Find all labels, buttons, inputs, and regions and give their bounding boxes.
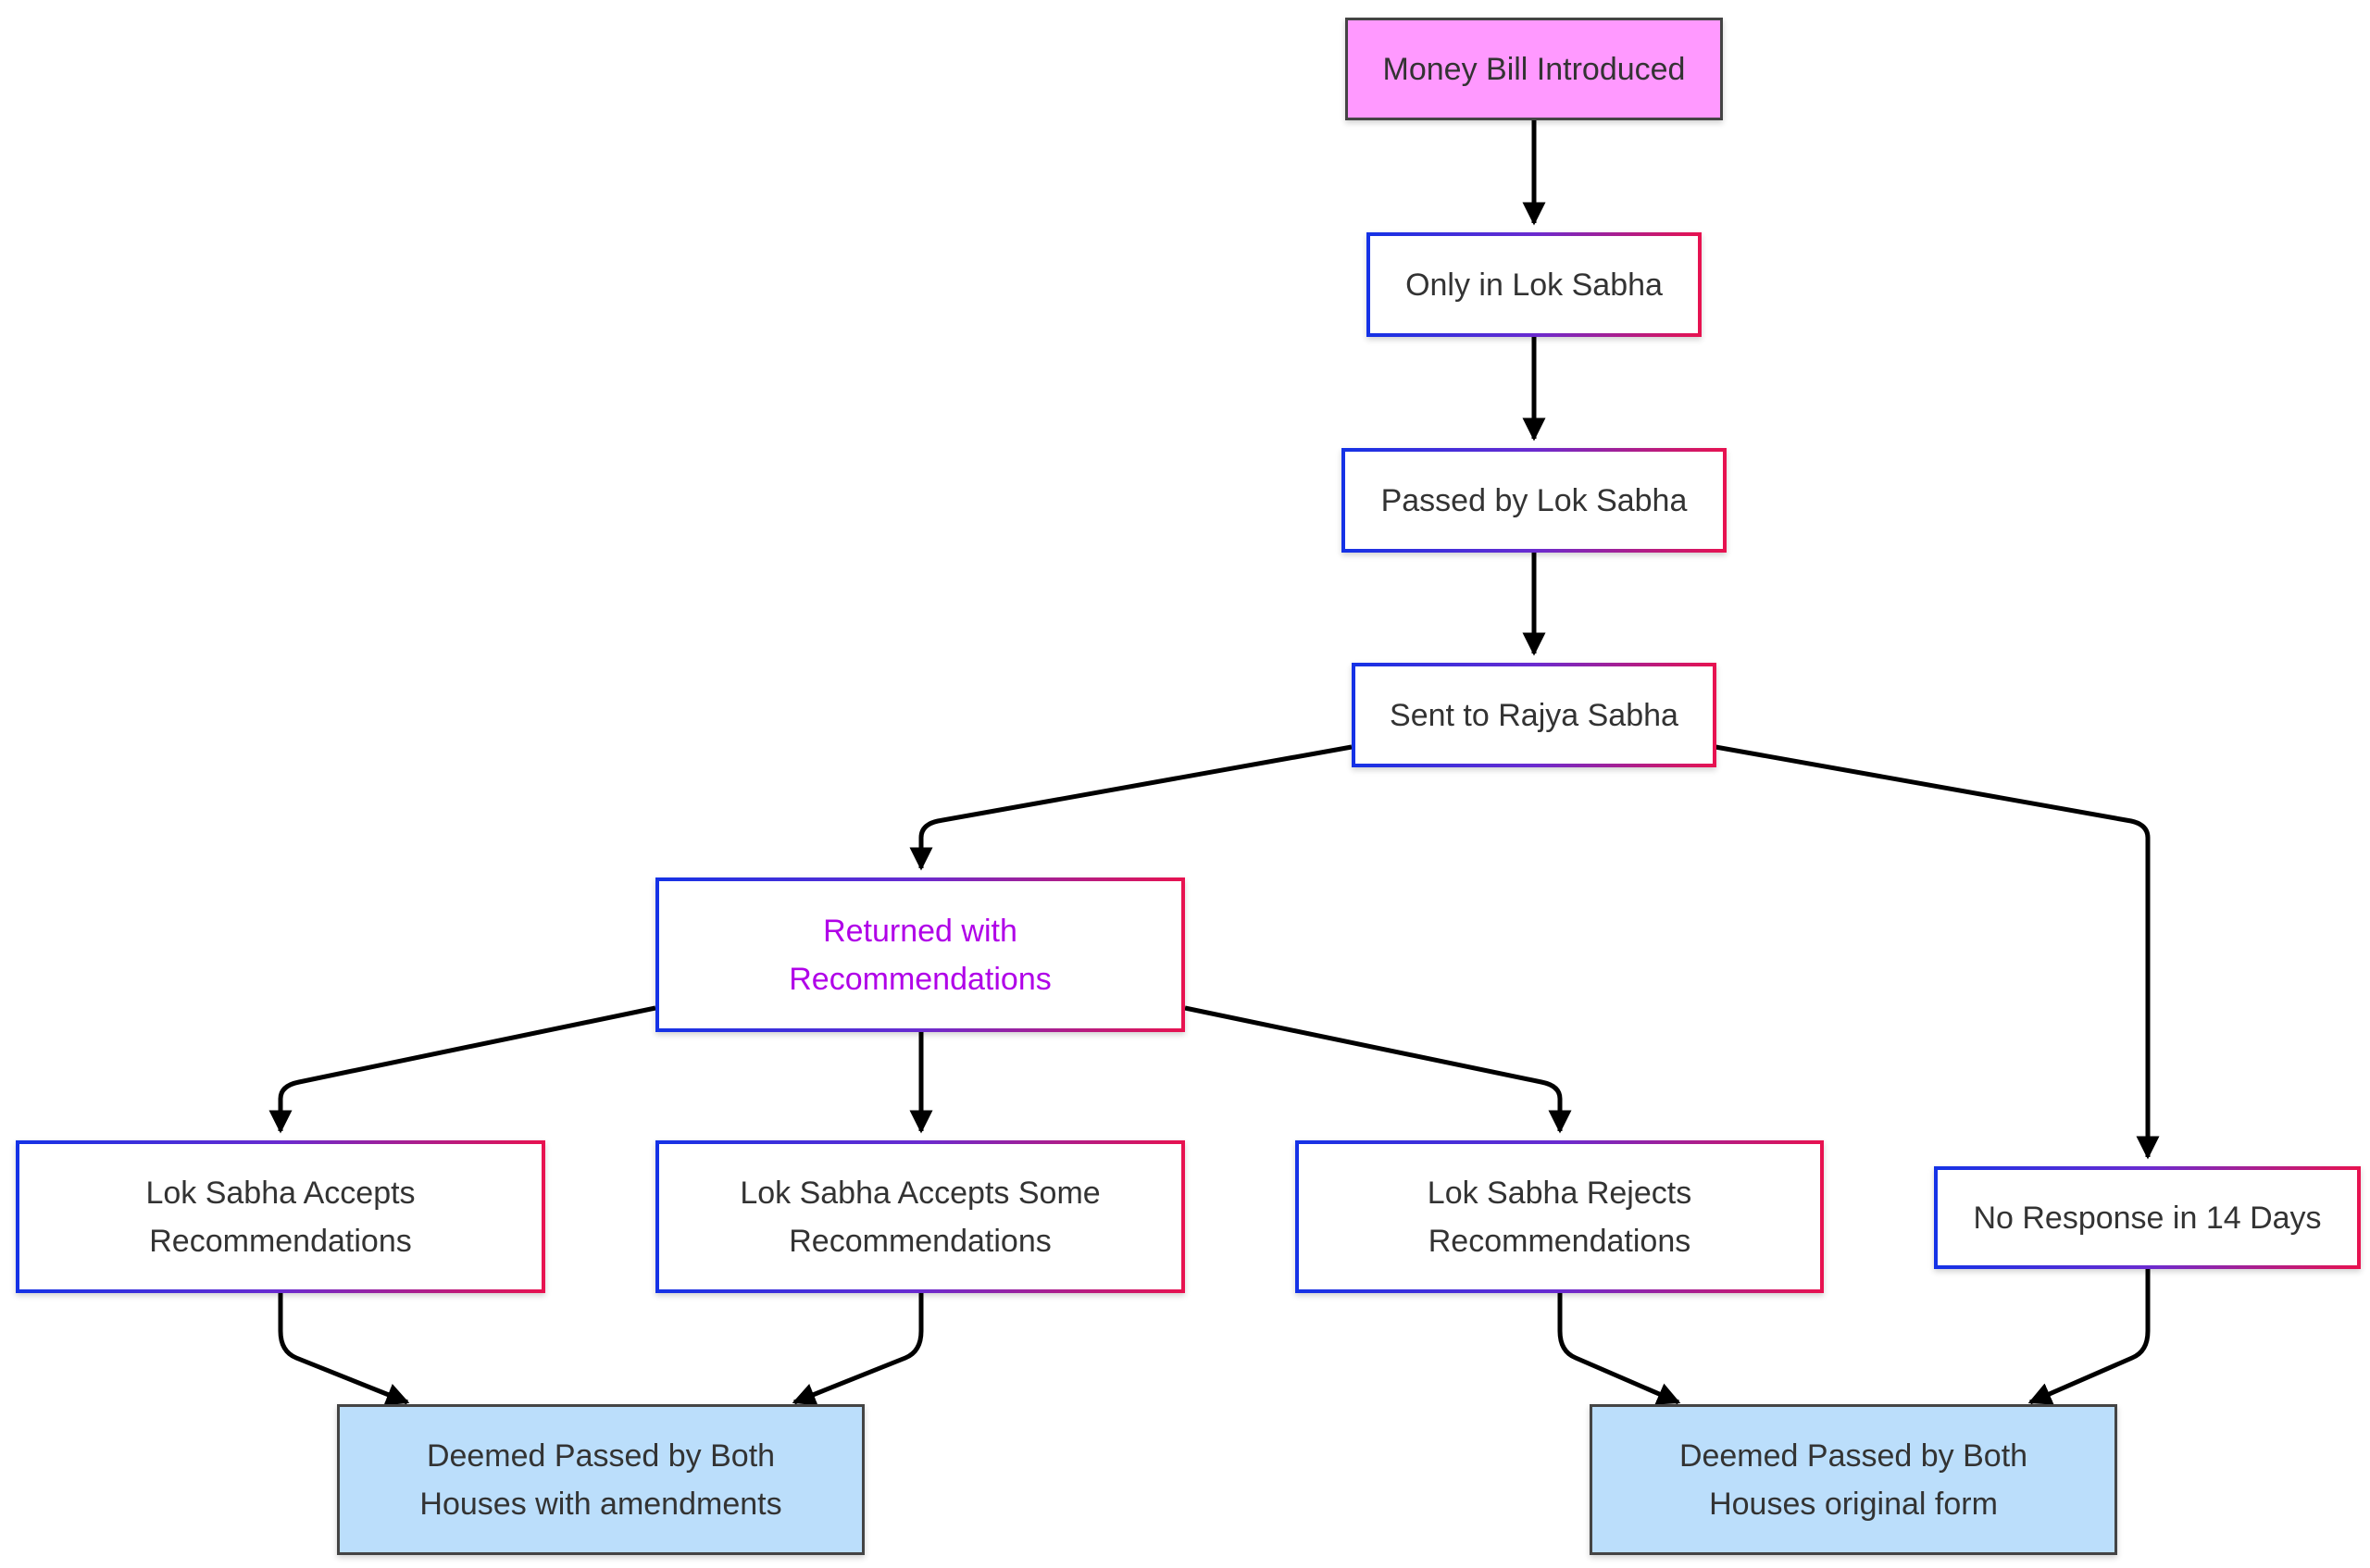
edge-rejects-to-deemed-original bbox=[1557, 1293, 1681, 1405]
node-sent-to-rajya-sabha: Sent to Rajya Sabha bbox=[1352, 663, 1716, 767]
node-label: Lok Sabha Accepts Recommendations bbox=[145, 1175, 416, 1259]
node-money-bill-introduced: Money Bill Introduced bbox=[1345, 18, 1723, 120]
node-lok-sabha-accepts-some: Lok Sabha Accepts Some Recommendations bbox=[655, 1140, 1185, 1293]
node-label: Sent to Rajya Sabha bbox=[1390, 697, 1678, 733]
node-deemed-passed-original: Deemed Passed by Both Houses original fo… bbox=[1590, 1404, 2117, 1555]
node-label: Returned with Recommendations bbox=[789, 913, 1052, 997]
edge-returned-to-rejects bbox=[1184, 1005, 1572, 1134]
edge-sent-to-returned bbox=[909, 744, 1353, 871]
node-label: Deemed Passed by Both Houses with amendm… bbox=[419, 1437, 782, 1522]
node-only-in-lok-sabha: Only in Lok Sabha bbox=[1366, 232, 1702, 337]
edge-no-response-to-deemed-original bbox=[2027, 1269, 2151, 1405]
node-label: Passed by Lok Sabha bbox=[1380, 482, 1688, 518]
edge-accepts-to-deemed-amendments bbox=[278, 1293, 410, 1406]
node-no-response-14-days: No Response in 14 Days bbox=[1934, 1166, 2361, 1269]
node-label: Only in Lok Sabha bbox=[1405, 267, 1663, 303]
edge-returned-to-accepts bbox=[268, 1005, 656, 1134]
node-label: No Response in 14 Days bbox=[1973, 1200, 2322, 1236]
node-label: Lok Sabha Accepts Some Recommendations bbox=[740, 1175, 1101, 1259]
edge-sent-to-no-response bbox=[1715, 744, 2160, 1160]
node-label: Deemed Passed by Both Houses original fo… bbox=[1678, 1437, 2028, 1522]
node-passed-by-lok-sabha: Passed by Lok Sabha bbox=[1341, 448, 1727, 553]
node-label: Money Bill Introduced bbox=[1382, 51, 1686, 87]
node-returned-with-recommendations: Returned with Recommendations bbox=[655, 877, 1185, 1032]
node-deemed-passed-amendments: Deemed Passed by Both Houses with amendm… bbox=[337, 1404, 865, 1555]
node-lok-sabha-accepts: Lok Sabha Accepts Recommendations bbox=[16, 1140, 545, 1293]
node-label: Lok Sabha Rejects Recommendations bbox=[1427, 1175, 1692, 1259]
edge-accepts-some-to-deemed-amendments bbox=[792, 1293, 924, 1406]
node-lok-sabha-rejects: Lok Sabha Rejects Recommendations bbox=[1295, 1140, 1824, 1293]
